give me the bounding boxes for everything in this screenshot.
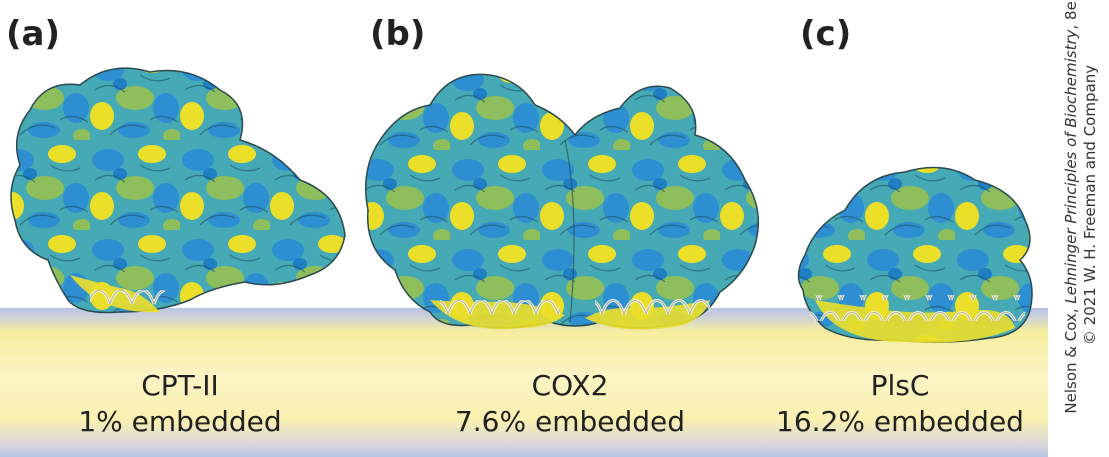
protein-name-plsc: PlsC (870, 369, 930, 402)
copyright-credit: Nelson & Cox, Lehninger Principles of Bi… (1062, 0, 1100, 415)
panel-letter-c: (c) (800, 14, 852, 54)
embedded-percent-cox2: 7.6% embedded (454, 405, 686, 438)
panel-b-label: COX2 7.6% embedded (410, 368, 730, 440)
protein-name-cpt-ii: CPT-II (141, 369, 219, 402)
plsc-protein-surface (797, 166, 1033, 343)
credit-line-1: Nelson & Cox, Lehninger Principles of Bi… (1062, 0, 1081, 415)
credit-edition: , 8e, (1062, 0, 1080, 30)
embedded-percent-plsc: 16.2% embedded (776, 405, 1024, 438)
protein-name-cox2: COX2 (531, 369, 609, 402)
credit-line-2: © 2021 W. H. Freeman and Company (1081, 64, 1099, 346)
credit-authors: Nelson & Cox, (1062, 303, 1080, 414)
panel-letter-b: (b) (370, 14, 426, 54)
cpt-ii-protein-surface (10, 67, 346, 314)
panel-c-label: PlsC 16.2% embedded (750, 368, 1050, 440)
embedded-percent-cpt-ii: 1% embedded (78, 405, 282, 438)
panel-letter-a: (a) (6, 14, 61, 54)
credit-book-title: Lehninger Principles of Biochemistry (1062, 29, 1080, 304)
cox2-protein-surface (365, 73, 760, 330)
panel-a-label: CPT-II 1% embedded (20, 368, 340, 440)
